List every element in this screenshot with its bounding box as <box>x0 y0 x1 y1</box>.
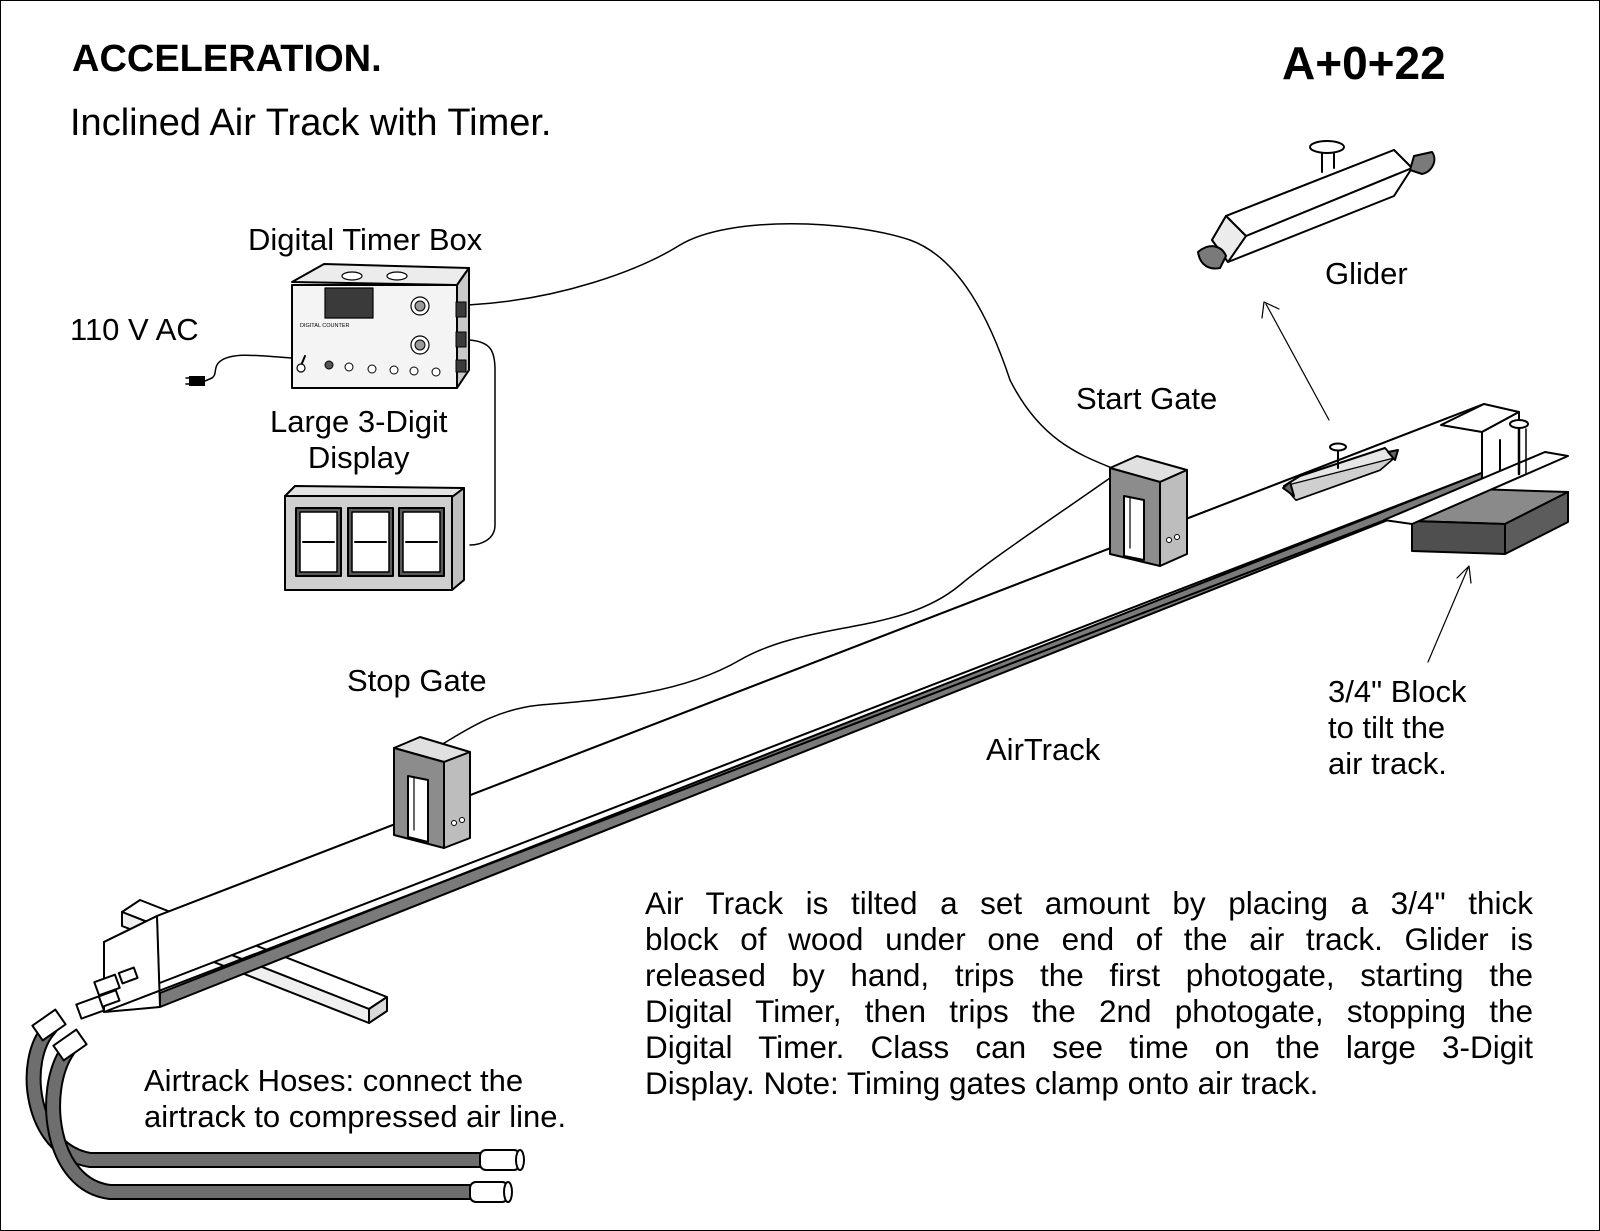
stop-gate <box>393 736 471 849</box>
description-line: Air Track is tilted a set amount by plac… <box>645 885 1533 921</box>
page-title: ACCELERATION. <box>72 38 382 80</box>
power-cord <box>185 354 293 386</box>
airtrack-hoses <box>25 966 525 1203</box>
label-block-line1: 3/4" Block <box>1328 674 1467 709</box>
label-airtrack: AirTrack <box>986 732 1101 767</box>
digit-window-1 <box>295 507 342 577</box>
description-line: block of wood under one end of the air t… <box>645 921 1533 957</box>
label-block: 3/4" Block to tilt the air track. <box>1328 674 1467 782</box>
label-hoses-line1: Airtrack Hoses: connect the <box>144 1063 524 1098</box>
description-line: released by hand, trips the first photog… <box>645 957 1533 993</box>
block-arrow <box>1427 565 1472 663</box>
label-stop-gate: Stop Gate <box>347 663 487 698</box>
glider-enlarged <box>1197 140 1436 270</box>
timer-panel-name: DIGITAL COUNTER <box>300 323 350 329</box>
description-line: Digital Timer. Class can see time on the… <box>645 1029 1533 1065</box>
digit-window-2 <box>347 507 394 577</box>
description-line: Digital Timer, then trips the 2nd photog… <box>645 993 1533 1029</box>
label-airtrack-hoses: Airtrack Hoses: connect the airtrack to … <box>144 1063 566 1135</box>
glider-arrow <box>1261 301 1330 421</box>
label-glider: Glider <box>1325 256 1408 291</box>
digit-window-3 <box>398 507 445 577</box>
description-paragraph: Air Track is tilted a set amount by plac… <box>645 885 1533 1101</box>
label-digital-timer-box: Digital Timer Box <box>248 222 483 257</box>
label-block-line3: air track. <box>1328 746 1447 781</box>
label-large-display-line1: Large 3-Digit <box>270 404 448 439</box>
label-large-display-line2: Display <box>307 440 410 475</box>
label-large-display: Large 3-Digit Display <box>270 404 447 476</box>
glider-on-track <box>1282 442 1399 501</box>
start-gate <box>1109 455 1188 567</box>
digital-timer-box: DIGITAL COUNTER <box>291 263 470 389</box>
label-power: 110 V AC <box>70 312 199 347</box>
description-line: Display. Note: Timing gates clamp onto a… <box>645 1065 1319 1101</box>
timer-cables <box>431 223 1113 751</box>
label-block-line2: to tilt the <box>1328 710 1446 745</box>
large-3-digit-display <box>284 485 465 591</box>
label-hoses-line2: airtrack to compressed air line. <box>144 1099 567 1134</box>
demo-code: A+0+22 <box>1282 37 1446 89</box>
label-start-gate: Start Gate <box>1076 381 1218 416</box>
page-subtitle: Inclined Air Track with Timer. <box>70 102 552 144</box>
hose-nozzle-2 <box>75 989 121 1020</box>
wood-block <box>1411 488 1569 555</box>
